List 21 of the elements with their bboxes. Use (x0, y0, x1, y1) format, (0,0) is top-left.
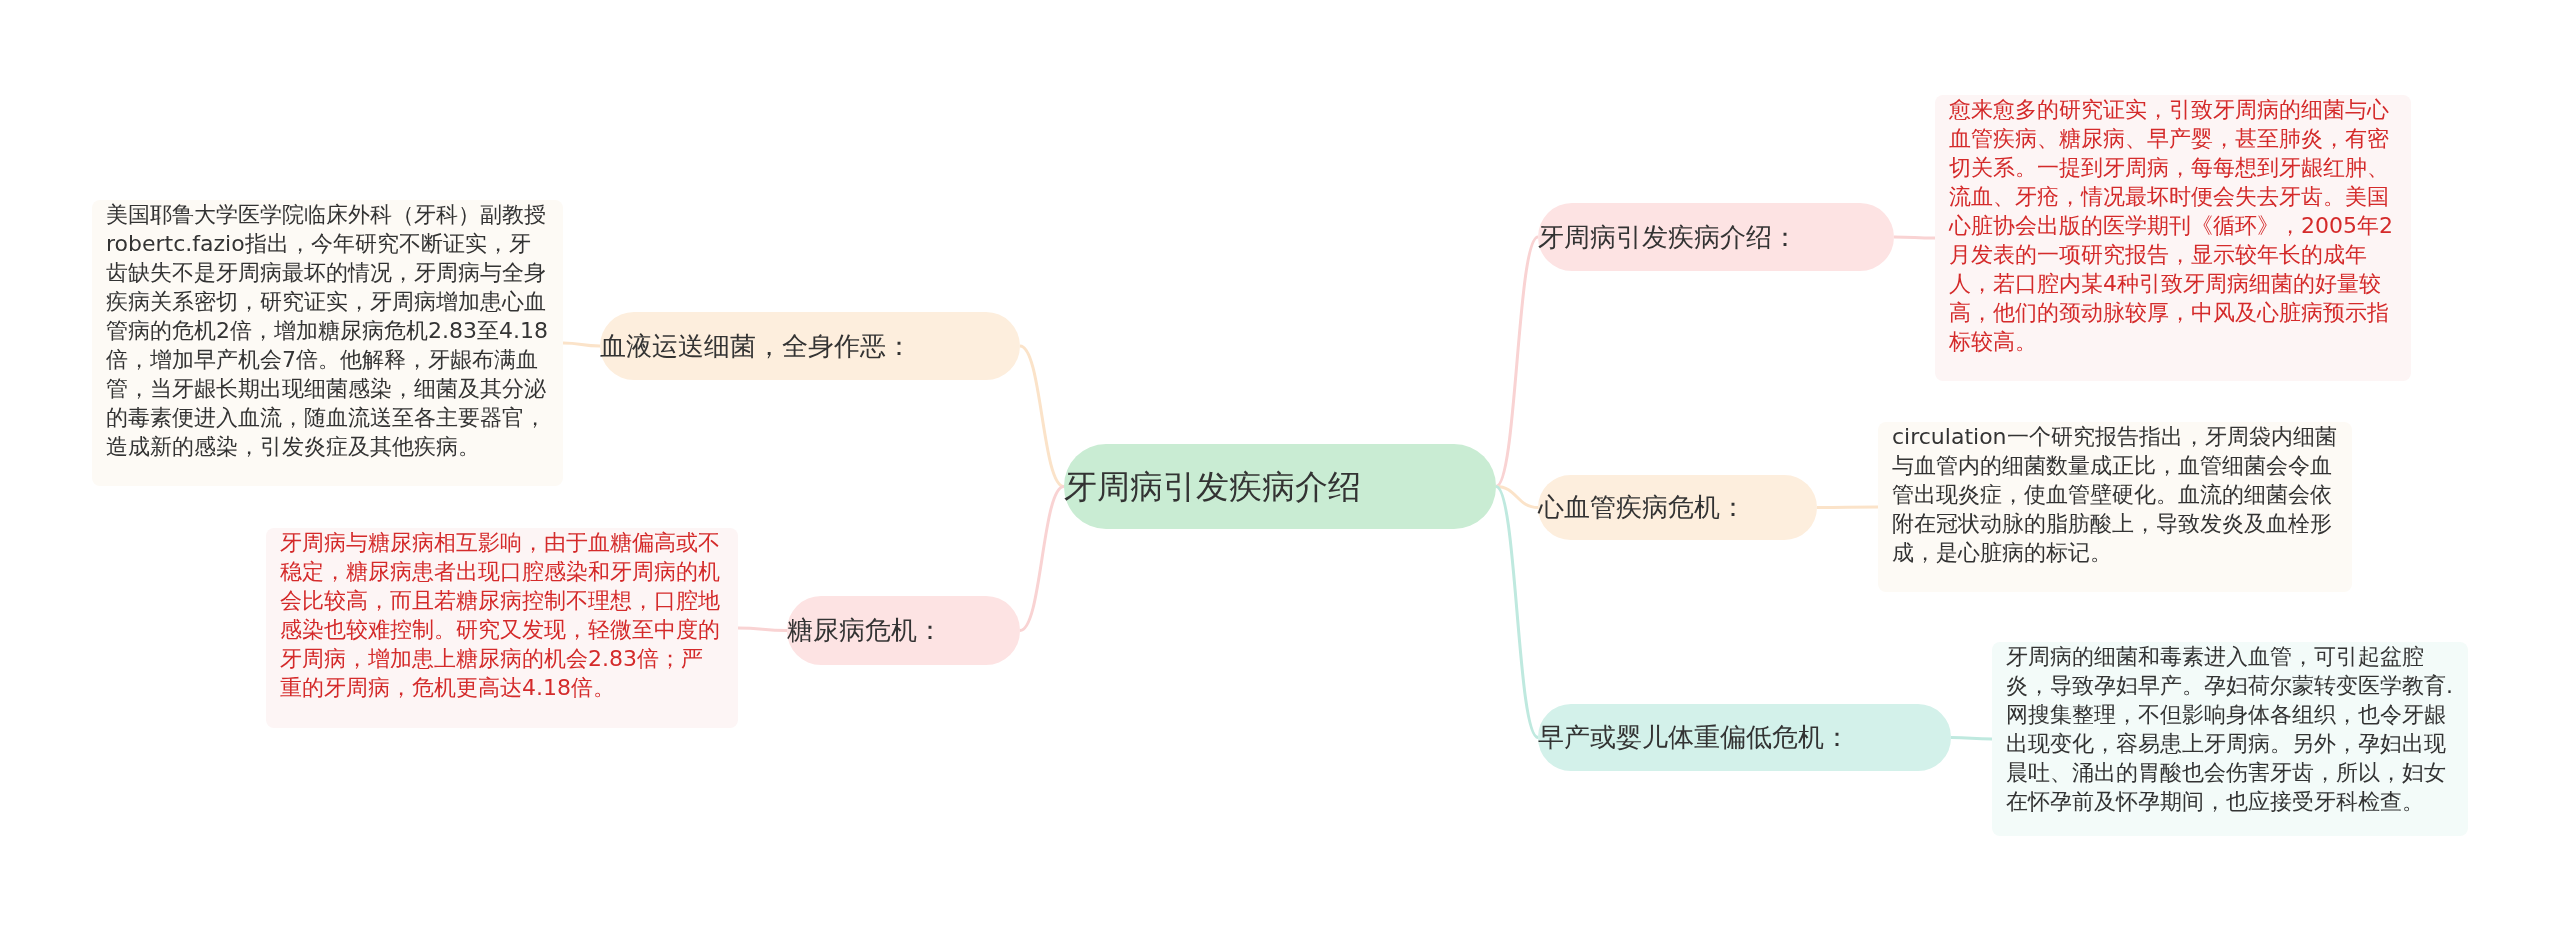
connector-line (1019, 344, 1065, 488)
note-card: 美国耶鲁大学医学院临床外科（牙科）副教授robertc.fazio指出，今年研究不断证实，牙齿缺失不是牙周病最坏的情况，牙周病与全身疾病关系密切，研究证实，牙周病增加患心血管病的危机2倍，增加糖尿病危机2.83至4.18倍，增加早产机会7倍。他解释，牙龈布满血管，当牙龈长期出现细菌感染，细菌及其分泌的毒素便进入血流，随血流送至各主要器官，造成新的感染，引发炎症及其他疾病。 (92, 200, 563, 486)
note-card: 愈来愈多的研究证实，引致牙周病的细菌与心血管疾病、糖尿病、早产婴，甚至肺炎，有密切关系。一提到牙周病，每每想到牙龈红肿、流血、牙疮，情况最坏时便会失去牙齿。美国心脏协会出版的医学期刊《循环》，2005年2月发表的一项研究报告，显示较年长的成年人，若口腔内某4种引致牙周病细菌的好量较高，他们的颈动脉较厚，中风及心脏病预示指标较高。 (1935, 95, 2411, 381)
branch-topic: 牙周病引发疾病介绍： (1538, 203, 1894, 271)
note-card: 牙周病与糖尿病相互影响，由于血糖偏高或不稳定，糖尿病患者出现口腔感染和牙周病的机会比较高，而且若糖尿病控制不理想，口腔地感染也较难控制。研究又发现，轻微至中度的牙周病，增加患上糖尿病的机会2.83倍；严重的牙周病，危机更高达4.18倍。 (266, 528, 738, 728)
note-card: circulation一个研究报告指出，牙周袋内细菌与血管内的细菌数量成正比，血管细菌会令血管出现炎症，使血管壁硬化。血流的细菌会依附在冠状动脉的脂肪酸上，导致发炎及血栓形成，是心脏病的标记。 (1878, 422, 2352, 592)
branch-topic: 心血管疾病危机： (1538, 475, 1817, 540)
branch-topic: 早产或婴儿体重偏低危机： (1538, 704, 1951, 771)
connector-line (1894, 235, 1935, 240)
connector-line (1494, 235, 1540, 488)
connector-line (1817, 505, 1878, 509)
connector-line (1494, 485, 1540, 739)
connector-line (738, 626, 787, 632)
branch-topic: 血液运送细菌，全身作恶： (600, 312, 1020, 380)
connector-line (1019, 485, 1065, 632)
connector-line (1495, 485, 1539, 509)
note-card: 牙周病的细菌和毒素进入血管，可引起盆腔炎，导致孕妇早产。孕妇荷尔蒙转变医学教育.网搜集整理，不但影响身体各组织，也令牙龈出现变化，容易患上牙周病。另外，孕妇出现晨吐、涌出的胃酸也会伤害牙齿，所以，妇女在怀孕前及怀孕期间，也应接受牙科检查。 (1992, 642, 2468, 836)
root-topic: 牙周病引发疾病介绍 (1064, 444, 1496, 529)
connector-line (1951, 736, 1992, 741)
connector-line (562, 341, 601, 348)
branch-topic: 糖尿病危机： (787, 596, 1020, 665)
